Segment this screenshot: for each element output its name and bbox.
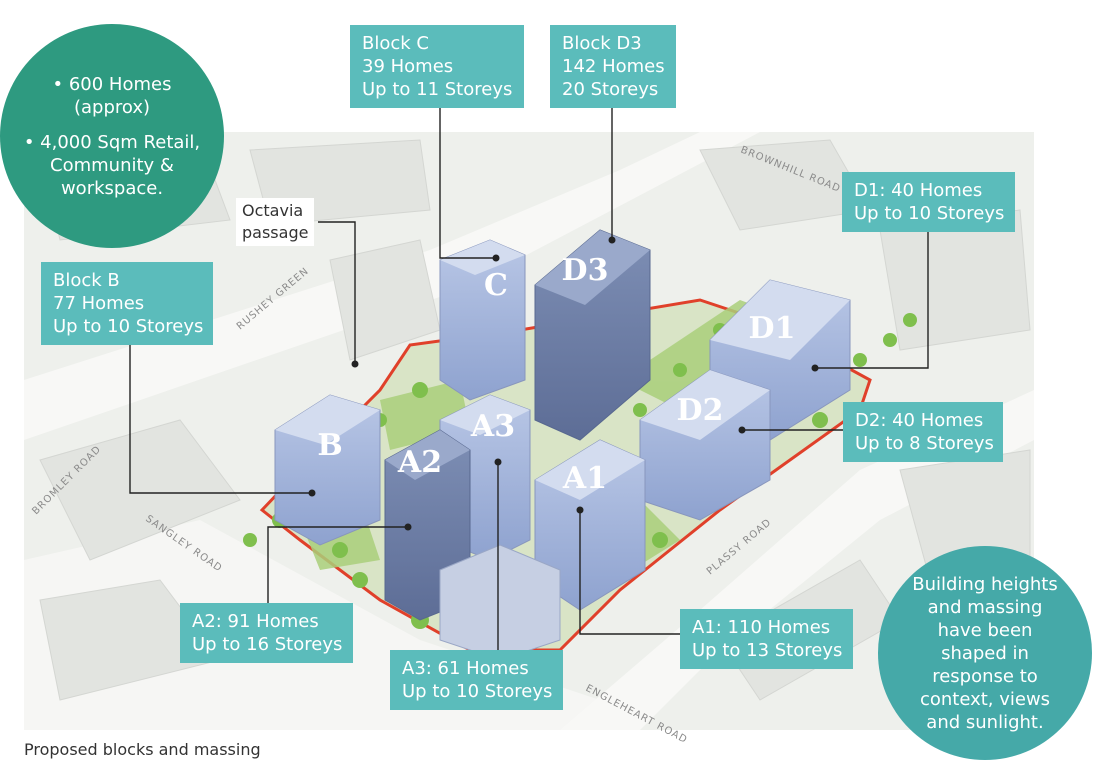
callout-block-c-homes: 39 Homes bbox=[362, 56, 454, 77]
summary-bullet-homes: • 600 Homes (approx) bbox=[52, 73, 172, 118]
callout-block-a2-homes: A2: 91 Homes bbox=[192, 611, 319, 632]
callout-block-d2: D2: 40 Homes Up to 8 Storeys bbox=[843, 402, 1003, 462]
block-label-a2: A2 bbox=[397, 445, 442, 480]
summary-bullet-retail: • 4,000 Sqm Retail, Community & workspac… bbox=[23, 131, 201, 199]
block-label-c: C bbox=[484, 268, 508, 303]
octavia-passage-line2: passage bbox=[242, 223, 309, 242]
note-text: Building heights and massing have been s… bbox=[912, 573, 1058, 733]
leader-d1 bbox=[815, 232, 929, 369]
callout-block-d3: Block D3 142 Homes 20 Storeys bbox=[550, 25, 676, 108]
callout-block-c: Block C 39 Homes Up to 11 Storeys bbox=[350, 25, 524, 108]
block-label-d3: D3 bbox=[562, 253, 609, 288]
callout-block-d1-homes: D1: 40 Homes bbox=[854, 180, 983, 201]
callout-block-d2-storeys: Up to 8 Storeys bbox=[855, 433, 994, 454]
note-circle: Building heights and massing have been s… bbox=[878, 546, 1092, 760]
callout-block-d3-storeys: 20 Storeys bbox=[562, 79, 659, 100]
callout-block-c-name: Block C bbox=[362, 33, 429, 54]
callout-block-a2: A2: 91 Homes Up to 16 Storeys bbox=[180, 603, 353, 663]
callout-block-a3: A3: 61 Homes Up to 10 Storeys bbox=[390, 650, 563, 710]
callout-block-d3-homes: 142 Homes bbox=[562, 56, 665, 77]
leader-b bbox=[129, 345, 312, 494]
leader-a2 bbox=[267, 526, 408, 606]
callout-block-a3-homes: A3: 61 Homes bbox=[402, 658, 529, 679]
octavia-passage-line1: Octavia bbox=[242, 201, 304, 220]
callout-block-d2-homes: D2: 40 Homes bbox=[855, 410, 984, 431]
callout-block-c-storeys: Up to 11 Storeys bbox=[362, 79, 513, 100]
block-label-b: B bbox=[317, 428, 342, 463]
callout-block-a1-storeys: Up to 13 Storeys bbox=[692, 640, 843, 661]
leader-c bbox=[439, 108, 496, 259]
figure-caption: Proposed blocks and massing bbox=[24, 740, 261, 759]
block-label-d2: D2 bbox=[677, 393, 724, 428]
callout-block-d3-name: Block D3 bbox=[562, 33, 642, 54]
callout-block-b: Block B 77 Homes Up to 10 Storeys bbox=[41, 262, 213, 345]
leader-a1 bbox=[579, 510, 680, 635]
callout-block-b-storeys: Up to 10 Storeys bbox=[53, 316, 204, 337]
octavia-passage-label: Octavia passage bbox=[236, 198, 315, 246]
callout-block-b-homes: 77 Homes bbox=[53, 293, 145, 314]
leader-passage bbox=[318, 221, 356, 364]
callout-block-a1-homes: A1: 110 Homes bbox=[692, 617, 831, 638]
callout-block-a2-storeys: Up to 16 Storeys bbox=[192, 634, 343, 655]
callout-block-a3-storeys: Up to 10 Storeys bbox=[402, 681, 553, 702]
callout-block-a1: A1: 110 Homes Up to 13 Storeys bbox=[680, 609, 853, 669]
block-label-d1: D1 bbox=[749, 311, 796, 346]
summary-circle: • 600 Homes (approx) • 4,000 Sqm Retail,… bbox=[0, 24, 224, 248]
callout-block-d1-storeys: Up to 10 Storeys bbox=[854, 203, 1005, 224]
callout-block-b-name: Block B bbox=[53, 270, 120, 291]
block-label-a1: A1 bbox=[562, 461, 607, 496]
block-label-a3: A3 bbox=[470, 409, 515, 444]
callout-block-d1: D1: 40 Homes Up to 10 Storeys bbox=[842, 172, 1015, 232]
